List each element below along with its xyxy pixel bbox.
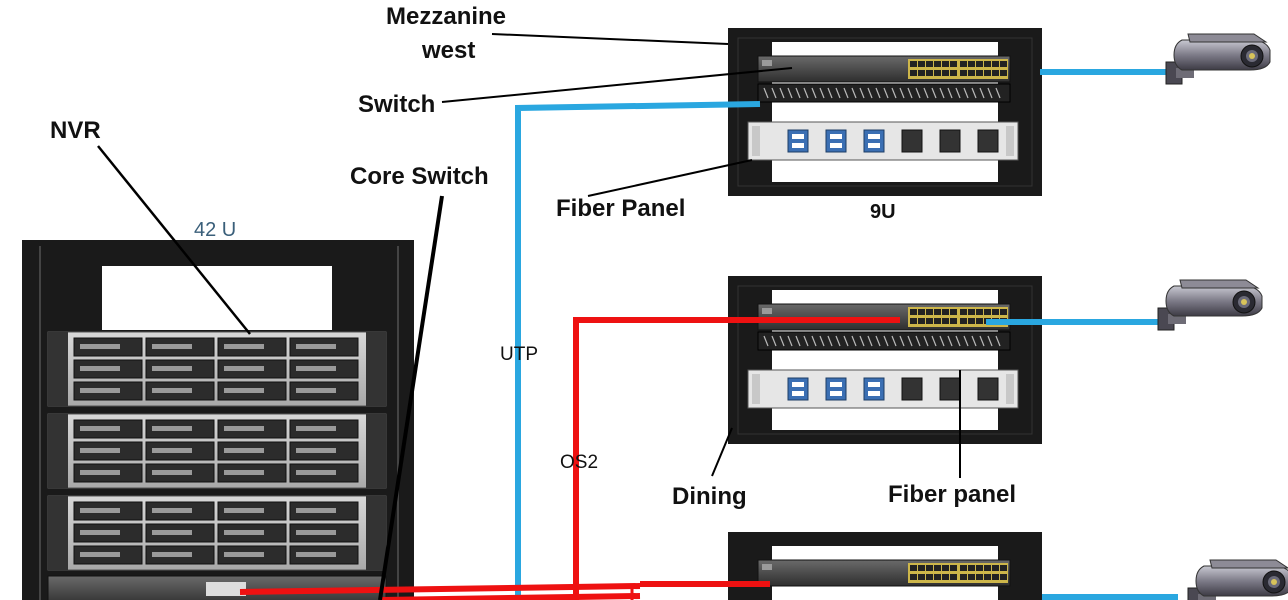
label-utp: UTP [500,344,538,365]
label-nvr: NVR [50,117,101,144]
leader-lines [97,33,961,600]
cctv-camera-icon [1165,33,1271,85]
label-9u: 9U [870,201,896,223]
cctv-camera-icon [1187,559,1288,600]
label-42u: 42 U [194,219,236,241]
label-mezzanine: Mezzanine [386,3,506,30]
label-fiber-panel-top: Fiber Panel [556,195,685,222]
cctv-camera-icon [1157,279,1263,331]
label-fiber-panel-mid: Fiber panel [888,481,1016,508]
nvr-unit-icon [47,331,387,571]
rack-9u-lower [728,532,1042,600]
os2-cables [239,317,900,600]
utp-cables [515,69,1178,600]
label-west: west [421,37,475,64]
label-switch: Switch [358,91,435,118]
rack-9u-dining [728,276,1042,444]
label-core-switch: Core Switch [350,163,489,190]
label-os2: OS2 [560,452,598,473]
label-dining: Dining [672,483,747,510]
rack-9u-mezzanine [728,28,1042,196]
core-switch-unit [47,575,387,600]
